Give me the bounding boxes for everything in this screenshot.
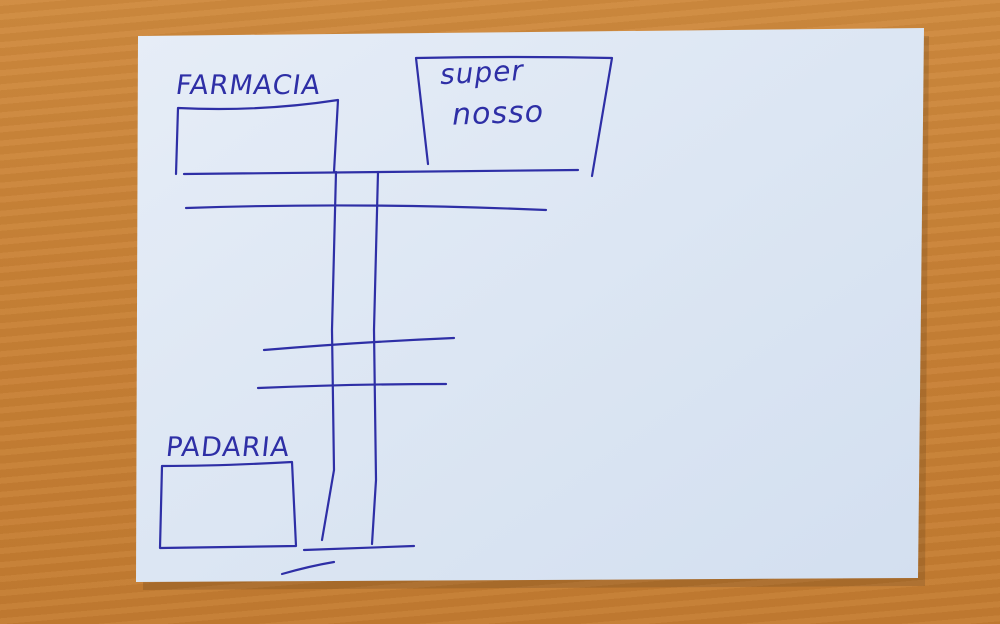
supermarket-building (414, 55, 614, 178)
vertical-street-right-edge (370, 170, 380, 546)
supermarket-label-line1: super (439, 53, 525, 92)
cross-street-bottom-edge (256, 382, 448, 390)
farmacia-label: FARMACIA (173, 70, 324, 101)
bottom-street-line (302, 544, 416, 552)
supermarket-label-line2: nosso (451, 94, 545, 133)
main-street-bottom-edge (184, 204, 548, 212)
farmacia-building (174, 98, 340, 176)
bottom-street-line-2 (280, 560, 336, 576)
main-street-top-edge (182, 168, 580, 176)
vertical-street-left-edge (320, 170, 338, 542)
cross-street-top-edge (262, 336, 456, 352)
padaria-building (158, 460, 298, 550)
padaria-label: PADARIA (164, 432, 292, 463)
